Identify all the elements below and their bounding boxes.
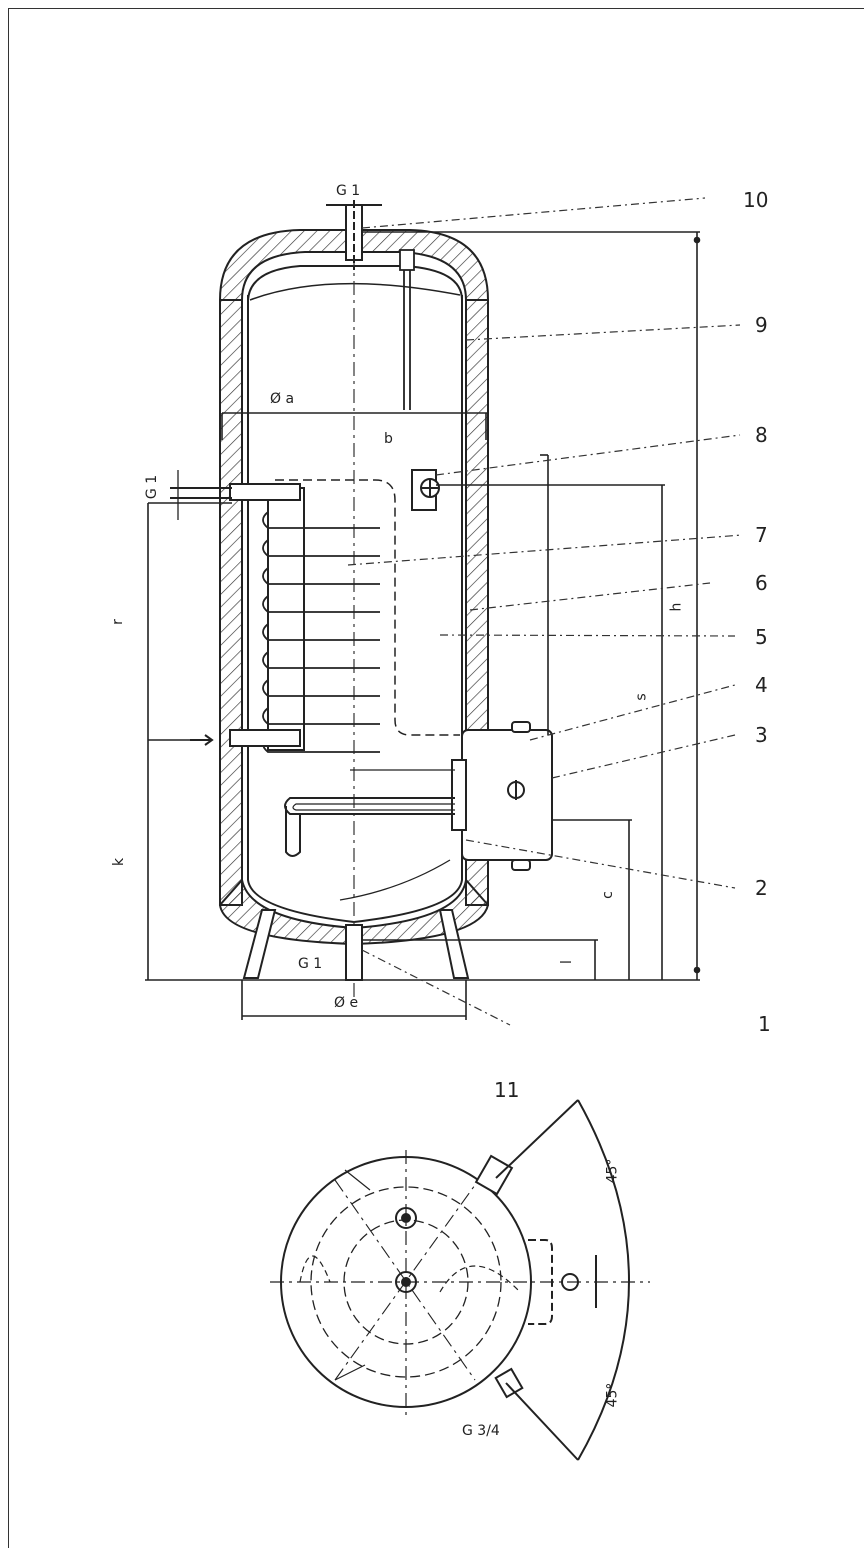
label-angle-upper: 45°: [604, 1158, 621, 1184]
callout-1: 1: [758, 1012, 771, 1036]
label-dia-a: Ø a: [270, 391, 295, 407]
callout-10: 10: [743, 188, 769, 212]
callout-11: 11: [494, 1078, 520, 1102]
callout-4: 4: [755, 673, 768, 697]
sensor-pocket: [411, 469, 440, 511]
inner-vessel: [222, 265, 488, 924]
label-g3-4: G 3/4: [462, 1423, 500, 1439]
leader-lines: [347, 197, 743, 1026]
callout-7: 7: [755, 523, 768, 547]
label-s: s: [633, 693, 650, 701]
label-r: r: [109, 619, 126, 625]
tank-legs: [242, 909, 470, 979]
callout-5: 5: [755, 625, 768, 649]
label-l: l: [558, 960, 575, 964]
label-b: b: [384, 431, 393, 447]
label-h: h: [668, 602, 685, 612]
base-dimension: [241, 980, 467, 1020]
callout-6: 6: [755, 571, 768, 595]
label-g1-top: G 1: [336, 183, 361, 199]
page-frame: [8, 8, 864, 1548]
label-angle-lower: 45°: [604, 1382, 621, 1408]
dimension-lines-right: [362, 231, 701, 980]
label-k: k: [111, 857, 128, 867]
electric-heater: [284, 721, 553, 871]
dimension-lines-left: [147, 413, 487, 980]
callout-9: 9: [755, 313, 768, 337]
label-dia-e: Ø e: [334, 995, 359, 1011]
label-c: c: [599, 891, 616, 899]
label-g1-side: G 1: [144, 474, 161, 500]
callout-8: 8: [755, 423, 768, 447]
callout-3: 3: [755, 723, 768, 747]
anode-rod: [399, 249, 415, 410]
top-view: [270, 1099, 650, 1461]
label-g1-bottom: G 1: [298, 956, 323, 972]
bottom-connection: [345, 924, 363, 981]
callout-2: 2: [755, 876, 768, 900]
heat-exchanger-coil: [170, 479, 460, 753]
